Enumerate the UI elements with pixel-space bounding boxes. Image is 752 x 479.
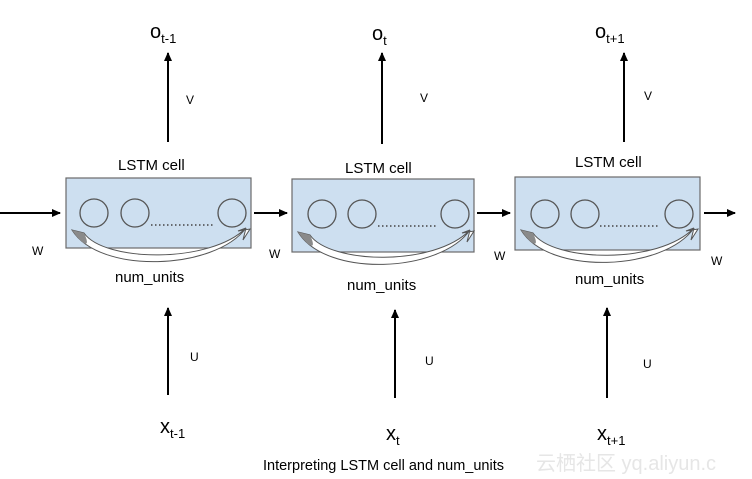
unit-circle <box>79 198 109 228</box>
num-units-label-3: num_units <box>575 271 644 288</box>
u-label-1: U <box>190 350 199 364</box>
unit-circle <box>120 198 150 228</box>
recurrent-arrow-shadow <box>72 230 87 244</box>
w-label-1: W <box>32 244 44 258</box>
cell-label-3: LSTM cell <box>575 154 642 171</box>
lstm-cell-2: ot V LSTM cell num_units U xt <box>291 23 476 448</box>
unit-circle <box>570 199 600 229</box>
recurrent-arrow-2 <box>296 229 476 265</box>
w-label-out: W <box>711 254 723 268</box>
input-label-2: xt <box>386 423 400 448</box>
num-units-label-2: num_units <box>347 277 416 294</box>
output-label-3: ot+1 <box>595 21 625 46</box>
cell-label-1: LSTM cell <box>118 157 185 174</box>
recurrent-arrow-1 <box>70 227 252 263</box>
input-label-3: xt+1 <box>597 423 625 448</box>
v-label-1: V <box>186 93 194 107</box>
unit-circle <box>307 199 337 229</box>
w-label-2: W <box>269 247 281 261</box>
recurrent-arrow-shadow <box>298 232 313 246</box>
unit-circle <box>664 199 694 229</box>
unit-circle <box>347 199 377 229</box>
u-label-2: U <box>425 354 434 368</box>
lstm-cell-3: ot+1 V LSTM cell num_units U xt+1 <box>514 21 701 448</box>
diagram-caption: Interpreting LSTM cell and num_units <box>263 458 504 474</box>
unit-circle <box>530 199 560 229</box>
lstm-cell-1: ot-1 V LSTM cell num_units U xt-1 <box>65 21 252 441</box>
recurrent-arrow-3 <box>519 227 700 263</box>
watermark-text: 云栖社区 yq.aliyun.c <box>536 452 716 475</box>
unit-circle <box>440 199 470 229</box>
num-units-label-1: num_units <box>115 269 184 286</box>
v-label-2: V <box>420 91 428 105</box>
recurrent-arrow-shadow <box>521 230 536 244</box>
output-label-2: ot <box>372 23 387 48</box>
output-label-1: ot-1 <box>150 21 176 46</box>
v-label-3: V <box>644 89 652 103</box>
u-label-3: U <box>643 357 652 371</box>
cell-label-2: LSTM cell <box>345 160 412 177</box>
w-label-3: W <box>494 249 506 263</box>
input-label-1: xt-1 <box>160 416 185 441</box>
unit-circle <box>217 198 247 228</box>
